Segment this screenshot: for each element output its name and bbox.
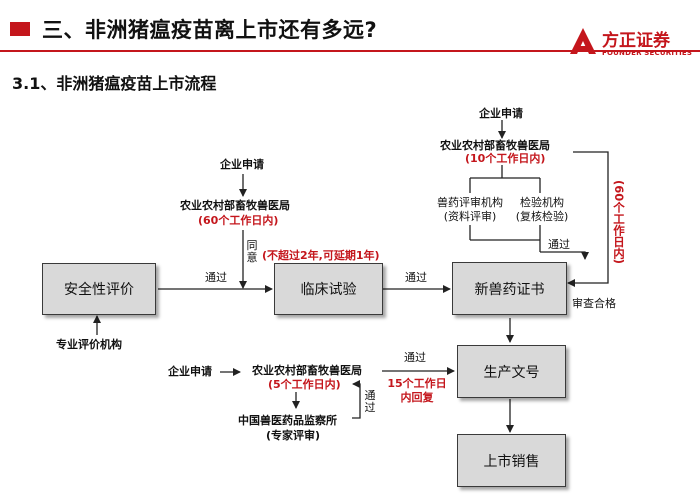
label-review-ok: 审查合格 (572, 297, 616, 310)
founder-logo-icon (570, 28, 596, 54)
label-passed-1: 通过 (205, 271, 227, 284)
label-passed-4: 通过 (404, 351, 426, 364)
header-accent-square (10, 22, 30, 36)
logo-text-cn: 方正证券 (602, 31, 670, 51)
header-divider (0, 50, 700, 52)
arrow-loop-60days (567, 151, 609, 287)
label-60-days: (60个工作日内) (198, 214, 279, 227)
label-pro-eval-agency: 专业评价机构 (56, 338, 122, 351)
box-safety-evaluation: 安全性评价 (42, 263, 156, 315)
box-clinical-trial: 临床试验 (274, 263, 383, 315)
label-passed-3: 通过 (548, 238, 570, 251)
label-15-days-1: 15个工作日 (387, 377, 447, 390)
label-15-days-2: 内回复 (400, 391, 434, 404)
label-passed-5: 通过 (364, 389, 376, 414)
section-subtitle: 3.1、非洲猪瘟疫苗上市流程 (12, 74, 217, 93)
label-enterprise-apply-3: 企业申请 (168, 365, 212, 378)
page-title: 三、非洲猪瘟疫苗离上市还有多远? (42, 18, 378, 42)
label-moa-bureau-1: 农业农村部畜牧兽医局 (180, 199, 290, 212)
label-expert-review: (专家评审) (266, 429, 321, 442)
label-inspection-agency: 检验机构 (520, 196, 564, 209)
label-moa-bureau-2: 农业农村部畜牧兽医局 (440, 139, 550, 152)
label-moa-bureau-3: 农业农村部畜牧兽医局 (252, 364, 362, 377)
founder-logo: 方正证券 FOUNDER SECURITIES (566, 22, 693, 64)
box-production-approval: 生产文号 (457, 345, 566, 398)
label-vet-institute: 中国兽医药品监察所 (238, 414, 337, 427)
label-time-limit: (不超过2年,可延期1年) (262, 249, 380, 262)
label-review-agency-sub: (资料评审) (443, 210, 497, 223)
label-enterprise-apply-2: 企业申请 (479, 107, 523, 120)
logo-text-en: FOUNDER SECURITIES (602, 49, 693, 57)
label-agree: 同意 (246, 239, 258, 264)
box-new-vet-drug-certificate: 新兽药证书 (452, 262, 567, 315)
label-vertical-60-days: (60个工作日内) (612, 180, 626, 265)
box-market-sales: 上市销售 (457, 434, 566, 487)
label-10-days: (10个工作日内) (465, 152, 546, 165)
label-passed-2: 通过 (405, 271, 427, 284)
arrow-institute-return (352, 380, 361, 419)
label-enterprise-apply-1: 企业申请 (220, 158, 264, 171)
label-5-days: (5个工作日内) (268, 378, 341, 391)
label-inspection-agency-sub: (复核检验) (515, 210, 569, 223)
label-review-agency: 兽药评审机构 (437, 196, 503, 209)
arrow-merge-to-certificate (540, 251, 589, 260)
